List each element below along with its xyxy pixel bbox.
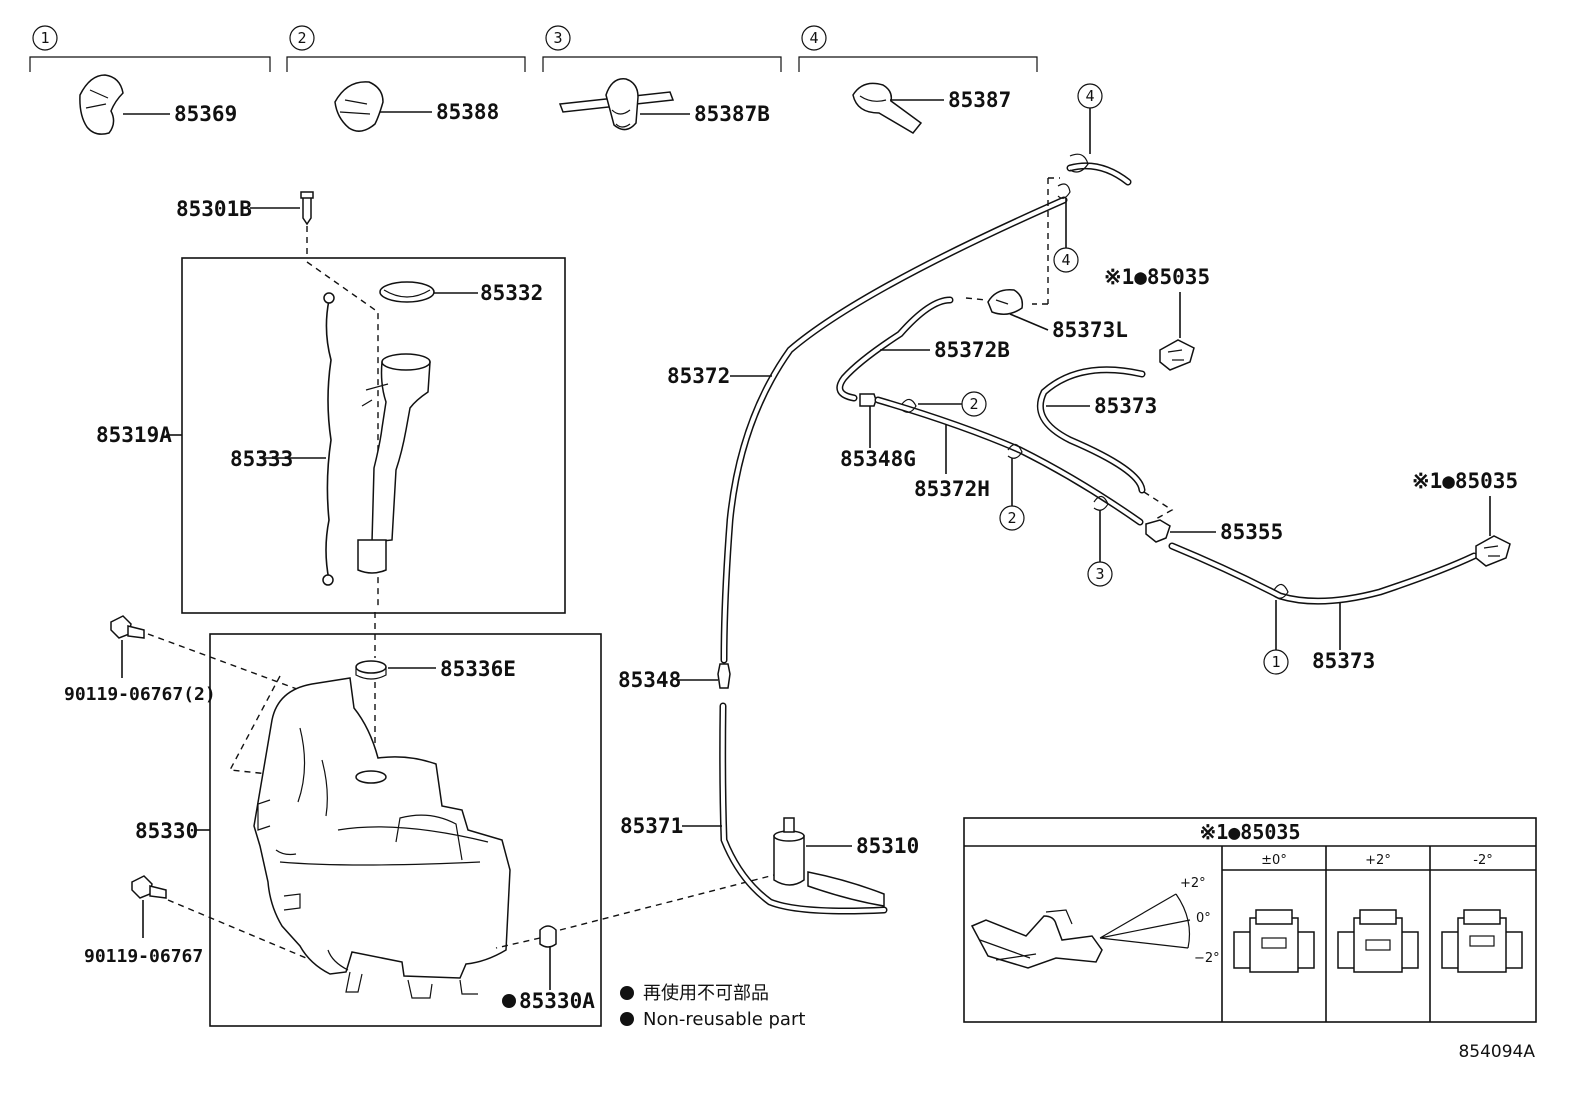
label-85035-lower: ※1●85035 bbox=[1412, 469, 1518, 493]
inset-nozzle-front-plus2 bbox=[1337, 909, 1419, 973]
hose-85372B: 85372B bbox=[836, 296, 1010, 402]
hose-85372H: 2 2 3 85372H bbox=[874, 391, 1144, 587]
legend: 再使用不可部品 Non-reusable part bbox=[620, 983, 805, 1030]
label-85387B: 85387B bbox=[694, 102, 770, 126]
label-90119-06767: 90119-06767 bbox=[84, 946, 203, 967]
callout-4-mid: 4 bbox=[1061, 251, 1070, 269]
nozzle-85035-lower: ※1●85035 bbox=[1412, 469, 1518, 567]
hose-85372: 85372 bbox=[667, 196, 1068, 664]
label-85388: 85388 bbox=[436, 100, 499, 124]
inset-col-0: ±0° bbox=[1261, 853, 1287, 868]
callout-3: 3 bbox=[1095, 565, 1104, 583]
clip-group-1-number: 1 bbox=[40, 29, 49, 47]
legend-non-reusable-jp: 再使用不可部品 bbox=[643, 983, 769, 1004]
inset-nozzle-front-0 bbox=[1233, 909, 1315, 973]
joint-85348G: 85348G bbox=[840, 393, 916, 471]
filler-neck-assembly-box: 85319A 85332 85333 bbox=[96, 257, 566, 614]
clip-group-4: 4 85387 bbox=[798, 25, 1038, 134]
label-85301B: 85301B bbox=[176, 197, 252, 221]
callout-2-lower: 2 bbox=[1007, 509, 1016, 527]
label-85333: 85333 bbox=[230, 447, 293, 471]
callout-2-upper: 2 bbox=[969, 395, 978, 413]
label-85310: 85310 bbox=[856, 834, 919, 858]
clip-group-1: 1 85369 bbox=[29, 25, 271, 135]
label-85348G: 85348G bbox=[840, 447, 916, 471]
inset-col-minus2: -2° bbox=[1473, 853, 1492, 868]
label-85369: 85369 bbox=[174, 102, 237, 126]
label-85372H: 85372H bbox=[914, 477, 990, 501]
legend-non-reusable-en: Non-reusable part bbox=[643, 1009, 805, 1030]
label-85372: 85372 bbox=[667, 364, 730, 388]
label-85035-upper: ※1●85035 bbox=[1104, 265, 1210, 289]
clip-85301B: 85301B bbox=[176, 191, 314, 258]
label-85348: 85348 bbox=[618, 668, 681, 692]
label-85355: 85355 bbox=[1220, 520, 1283, 544]
label-85387: 85387 bbox=[948, 88, 1011, 112]
nozzle-angle-inset: ※1●85035 ±0° +2° -2° +2° 0° −2° bbox=[963, 817, 1537, 1023]
inset-angle-minus2: −2° bbox=[1194, 951, 1220, 966]
label-85330: 85330 bbox=[135, 819, 198, 843]
bolt-90119-lower: 90119-06767 bbox=[84, 875, 331, 969]
clip-group-3: 3 85387B bbox=[542, 25, 782, 131]
label-85332: 85332 bbox=[480, 281, 543, 305]
hose-85371: 85371 bbox=[620, 702, 888, 915]
clip-group-2-number: 2 bbox=[297, 29, 306, 47]
inset-nozzle-front-minus2 bbox=[1441, 909, 1523, 973]
hose-85373-lower: 1 85373 bbox=[1168, 542, 1478, 675]
clip-group-4-number: 4 bbox=[809, 29, 818, 47]
joint-85348: 85348 bbox=[618, 663, 731, 692]
label-85372B: 85372B bbox=[934, 338, 1010, 362]
label-85336E: 85336E bbox=[440, 657, 516, 681]
inset-title: ※1●85035 bbox=[1199, 820, 1300, 844]
label-85373-lower: 85373 bbox=[1312, 649, 1375, 673]
label-85319A: 85319A bbox=[96, 423, 172, 447]
washer-tank-box: 85330 85336E 85330A bbox=[135, 612, 779, 1027]
joint-85373L: 85373L bbox=[965, 289, 1128, 342]
clip-group-2: 2 85388 bbox=[286, 25, 526, 132]
nozzle-85035-upper: ※1●85035 bbox=[1104, 265, 1210, 371]
inset-angle-0: 0° bbox=[1196, 911, 1211, 926]
callout-1: 1 bbox=[1271, 653, 1280, 671]
label-85373L: 85373L bbox=[1052, 318, 1128, 342]
bolt-90119-upper: 90119-06767(2) bbox=[64, 615, 306, 705]
inset-angle-plus2: +2° bbox=[1180, 876, 1206, 891]
label-90119-06767-2: 90119-06767(2) bbox=[64, 684, 216, 705]
figure-id: 854094A bbox=[1458, 1042, 1535, 1062]
inset-col-plus2: +2° bbox=[1365, 853, 1391, 868]
clip-group-3-number: 3 bbox=[553, 29, 562, 47]
hose-85373-upper: 85373 bbox=[1036, 366, 1174, 521]
pump-85310: 85310 bbox=[773, 817, 919, 907]
label-85371: 85371 bbox=[620, 814, 683, 838]
hose-end-upper: 4 4 bbox=[1032, 83, 1132, 305]
callout-4-top: 4 bbox=[1085, 87, 1094, 105]
label-85373-upper: 85373 bbox=[1094, 394, 1157, 418]
label-85330A: 85330A bbox=[519, 989, 595, 1013]
joint-85355: 85355 bbox=[1145, 519, 1283, 544]
